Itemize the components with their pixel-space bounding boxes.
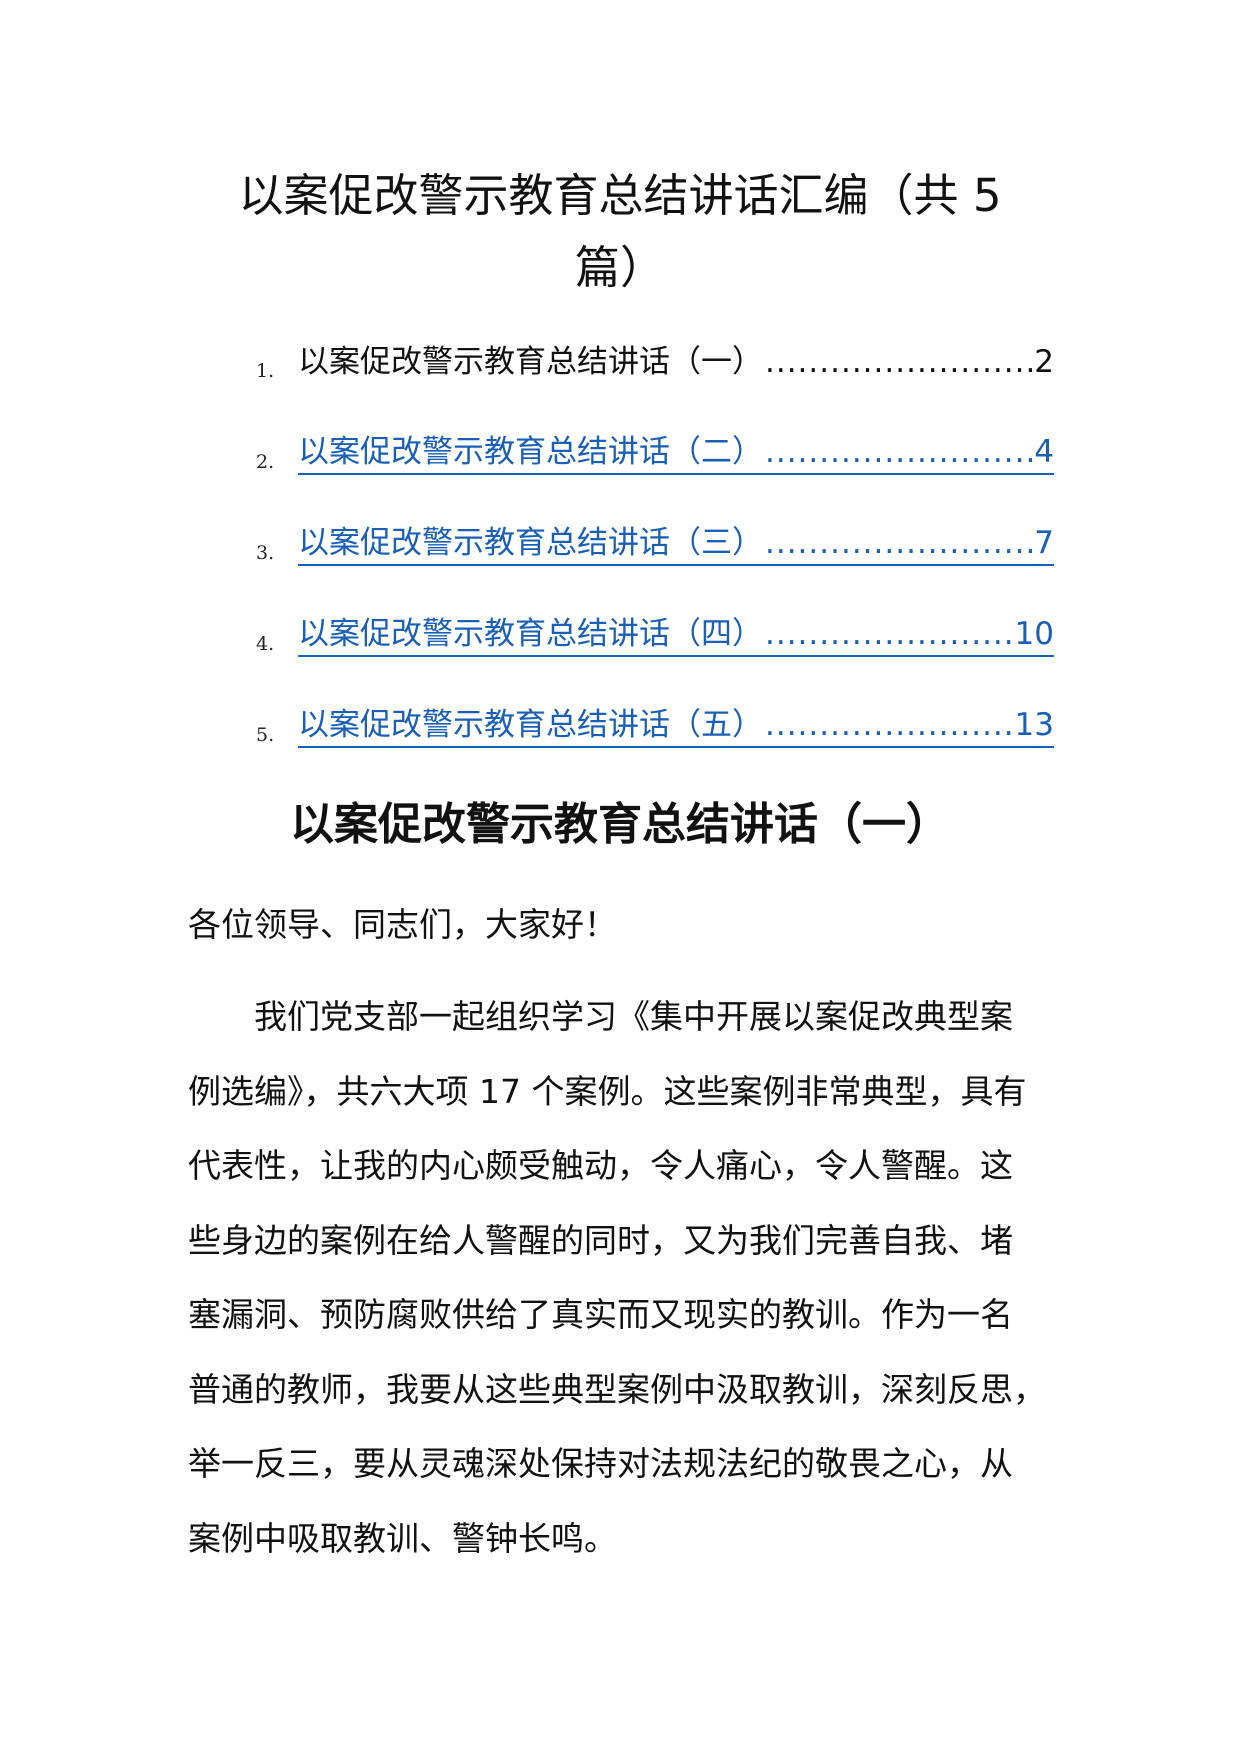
toc-item-leader: ...................................... — [765, 434, 1032, 470]
toc-item-title: 以案促改警示教育总结讲话（三） — [298, 525, 763, 561]
toc-item-link[interactable]: 以案促改警示教育总结讲话（四） ........................… — [298, 613, 1054, 657]
toc-item-number: 5. — [256, 724, 275, 746]
toc-item-link[interactable]: 以案促改警示教育总结讲话（三） ........................… — [298, 522, 1054, 566]
toc-item-number: 2. — [256, 451, 275, 473]
document-title-line-1: 以案促改警示教育总结讲话汇编（共 5 — [238, 169, 1002, 222]
toc-item: 4. 以案促改警示教育总结讲话（四） .....................… — [0, 613, 1240, 673]
toc-item-page: 13 — [1014, 707, 1054, 743]
toc-item: 3. 以案促改警示教育总结讲话（三） .....................… — [0, 522, 1240, 582]
toc-item-entry[interactable]: 以案促改警示教育总结讲话（一） ........................… — [298, 340, 1054, 384]
toc-item-link[interactable]: 以案促改警示教育总结讲话（二） ........................… — [298, 431, 1054, 475]
paragraph-line: 举一反三，要从灵魂深处保持对法规法纪的敬畏之心，从 — [188, 1444, 1013, 1483]
toc-item-leader: ...................................... — [765, 525, 1032, 561]
toc-item-title: 以案促改警示教育总结讲话（二） — [298, 434, 763, 470]
paragraph-line: 例选编》，共六大项 17 个案例。这些案例非常典型，具有 — [188, 1071, 1027, 1111]
paragraph-line: 我们党支部一起组织学习《集中开展以案促改典型案 — [254, 997, 1013, 1036]
paragraph-line: 案例中吸取教训、警钟长鸣。 — [188, 1518, 617, 1558]
toc-item-leader: ...................................... — [765, 616, 1013, 652]
toc-item-number: 1. — [256, 360, 275, 382]
toc-item-page: 4 — [1034, 434, 1054, 470]
section-title: 以案促改警示教育总结讲话（一） — [290, 799, 950, 850]
toc-item: 1. 以案促改警示教育总结讲话（一） .....................… — [0, 340, 1240, 400]
toc-item-page: 2 — [1034, 344, 1054, 380]
toc-item-leader: ...................................... — [765, 344, 1032, 380]
toc-item-title: 以案促改警示教育总结讲话（五） — [298, 707, 763, 743]
document-title: 以案促改警示教育总结讲话汇编（共 5 篇） — [190, 160, 1050, 304]
document-title-line-2: 篇） — [574, 241, 665, 294]
paragraph-line: 塞漏洞、预防腐败供给了真实而又现实的教训。作为一名 — [188, 1295, 1013, 1334]
toc-item: 5. 以案促改警示教育总结讲话（五） .....................… — [0, 704, 1240, 764]
toc-item-leader: ...................................... — [765, 707, 1013, 743]
toc-item-number: 3. — [256, 542, 275, 564]
toc-item-number: 4. — [256, 633, 275, 655]
toc-item-link[interactable]: 以案促改警示教育总结讲话（五） ........................… — [298, 704, 1054, 748]
toc-item-page: 10 — [1014, 616, 1054, 652]
toc-item-page: 7 — [1034, 525, 1054, 561]
greeting: 各位领导、同志们，大家好！ — [188, 905, 617, 944]
body-paragraph: 我们党支部一起组织学习《集中开展以案促改典型案 例选编》，共六大项 17 个案例… — [188, 980, 1062, 1576]
toc-item-title: 以案促改警示教育总结讲话（一） — [298, 344, 763, 380]
toc-item-title: 以案促改警示教育总结讲话（四） — [298, 616, 763, 652]
toc-item: 2. 以案促改警示教育总结讲话（二） .....................… — [0, 431, 1240, 491]
paragraph-line: 些身边的案例在给人警醒的同时，又为我们完善自我、堵 — [188, 1220, 1013, 1260]
paragraph-line: 代表性，让我的内心颇受触动，令人痛心，令人警醒。这 — [188, 1146, 1013, 1185]
paragraph-line: 普通的教师，我要从这些典型案例中汲取教训，深刻反思， — [188, 1369, 1046, 1409]
